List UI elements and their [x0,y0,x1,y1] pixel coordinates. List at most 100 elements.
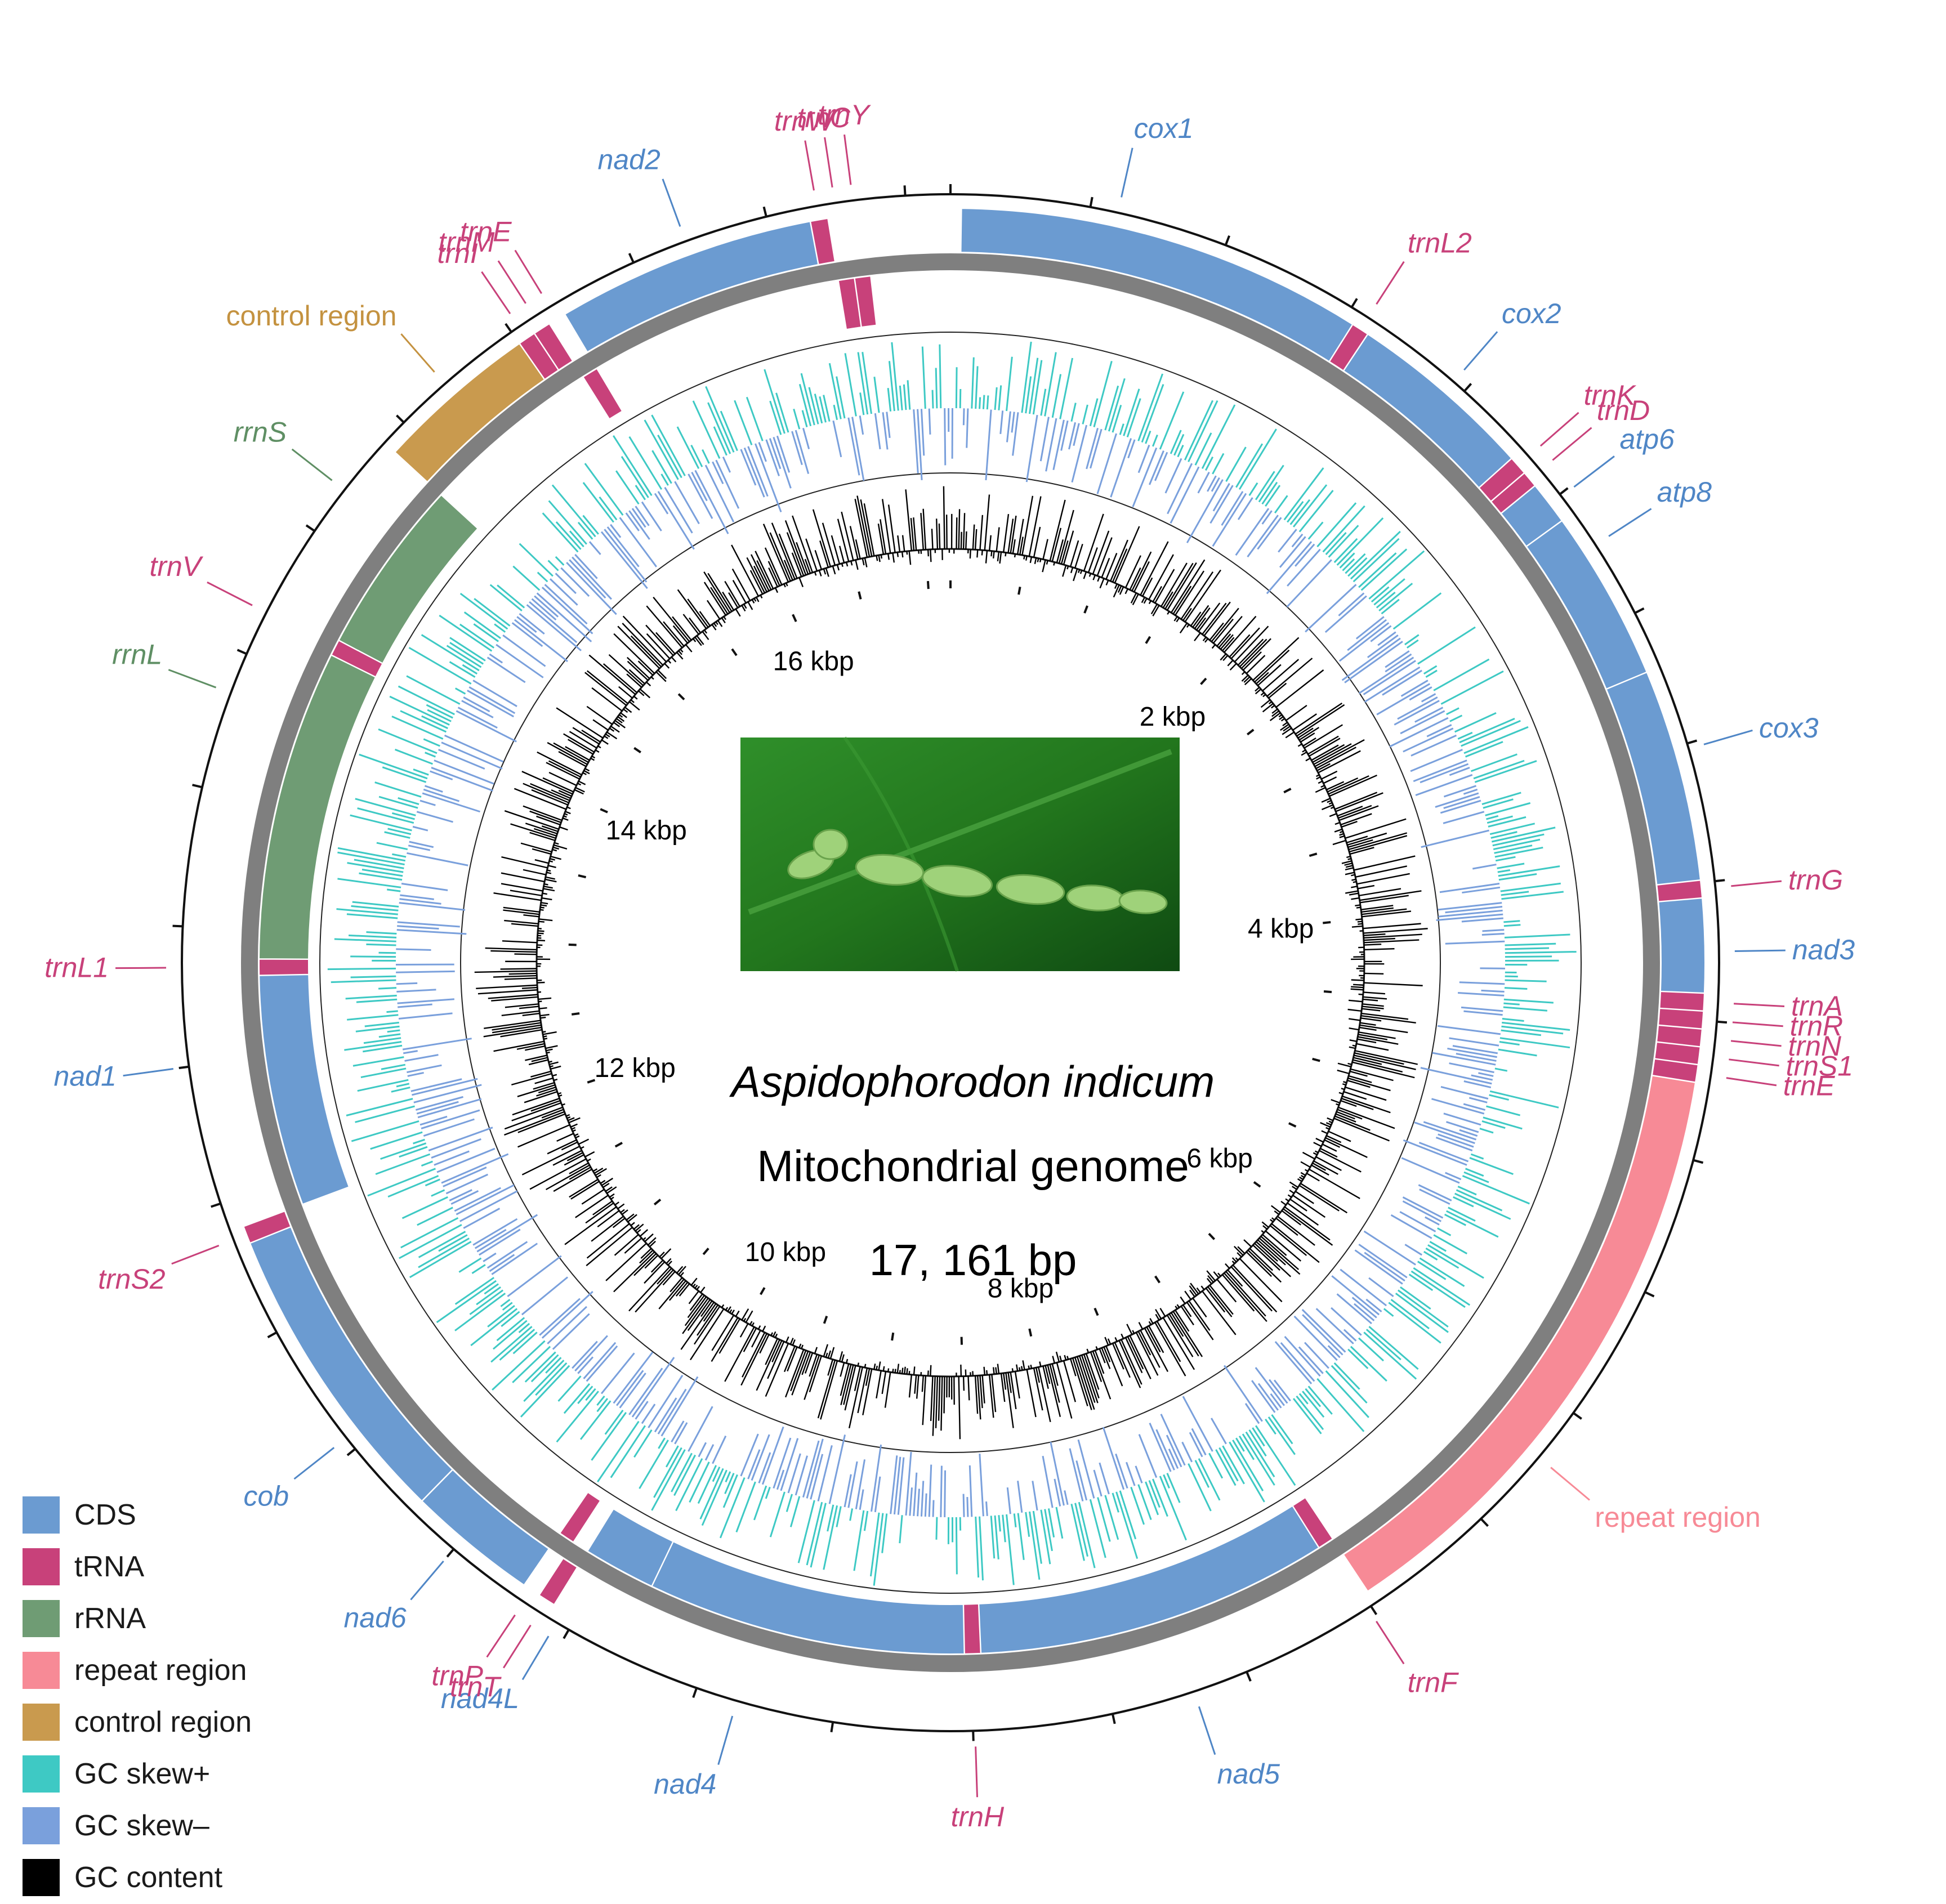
gc-bar [1063,530,1074,565]
skew-bar [859,392,865,415]
feature-trnM-33 [533,323,574,371]
feature-trnP-22 [559,1491,601,1543]
gc-bar [1300,1183,1348,1214]
gc-bar [1159,1308,1166,1317]
feature-label: nad4 [654,1768,716,1800]
gc-bar [887,553,890,560]
gc-bar [1218,633,1231,649]
gc-bar [1357,884,1375,890]
gc-bar [743,1317,747,1322]
skew-bar [1316,1378,1365,1432]
gc-bar [1315,786,1326,793]
gc-bar [854,499,868,558]
skew-bar [979,1516,984,1581]
skew-bar [873,1513,884,1586]
skew-bar [1445,1172,1462,1181]
skew-bar [1292,484,1328,528]
gc-bar [593,1168,604,1174]
skew-bar [347,862,404,873]
gc-bar [521,771,573,795]
skew-bar [913,409,919,473]
gc-bar [1271,710,1280,717]
feature-label: trnF [1408,1666,1459,1698]
skew-bar [1212,453,1225,475]
gc-bar [1092,574,1096,580]
feature-label: cox1 [1134,113,1194,144]
skew-bar [722,456,731,473]
gc-bar [974,529,978,550]
skew-bar [431,1138,481,1159]
leader-line [1731,880,1782,887]
skew-bar [1316,502,1357,548]
gc-bar [1138,1322,1144,1330]
gc-bar [991,1374,997,1413]
skew-bar [843,1474,852,1508]
skew-bar [1469,1157,1514,1176]
gc-bar [753,565,767,592]
gc-bar [1246,655,1266,674]
skew-bar [673,1454,697,1496]
gc-bar [600,1179,606,1185]
skew-bar [1446,1210,1499,1238]
gc-bar [864,557,868,567]
gc-bar [556,1133,574,1142]
skew-bar [1495,856,1516,862]
skew-bar [406,675,461,705]
skew-bar [743,447,765,498]
skew-bar [1453,1196,1474,1208]
gc-bar [551,789,571,799]
gc-bar [582,772,587,775]
gc-bar [1269,1219,1274,1223]
skew-bar [648,1375,684,1428]
skew-bar [356,998,398,1003]
gc-bar [547,742,588,765]
gc-bar [988,1374,994,1418]
legend-swatch [23,1652,60,1689]
legend-label: control region [74,1706,252,1738]
skew-bar [1446,707,1460,716]
skew-bar [469,1289,504,1315]
skew-bar [1112,1492,1119,1513]
gc-bar [979,1375,983,1409]
gc-bar [1271,1223,1320,1263]
gc-bar [1237,638,1264,666]
gc-bar [1225,1263,1230,1269]
gc-bar [1016,519,1024,555]
gc-bar [927,1370,929,1376]
gc-bar [626,656,650,680]
gc-bar [1133,561,1150,592]
skew-bar [529,601,578,643]
skew-bar [1247,515,1279,558]
gc-bar [613,633,655,674]
gc-bar [1347,1077,1391,1092]
gc-bar [1198,602,1221,632]
skew-bar [1086,427,1099,470]
gc-bar [827,1359,834,1376]
gc-bar [804,558,811,574]
skew-bar [712,461,724,484]
skew-bar [1212,493,1247,547]
skew-bar [399,898,441,905]
feature-track [243,208,1706,1655]
skew-bar [773,436,792,489]
gc-bar [841,1354,845,1362]
gc-bar [1129,1335,1151,1379]
gc-bar [503,909,540,915]
gc-bar [1045,1365,1051,1384]
gc-bar [558,1094,563,1097]
gc-bar [1354,1052,1404,1065]
skew-bar [463,611,501,640]
gc-bar [677,589,707,629]
gc-bar [1033,1367,1043,1411]
gc-bar [566,806,571,810]
skew-bar [1390,1299,1430,1330]
gc-bar [768,567,778,587]
gc-bar [722,591,735,611]
gc-bar [1090,1352,1103,1382]
gc-bar [1241,671,1246,676]
skew-bar [398,1003,432,1008]
skew-bar [1440,799,1481,814]
gc-bar [548,771,577,786]
skew-bar [434,1150,470,1166]
gc-bar [1078,569,1081,573]
